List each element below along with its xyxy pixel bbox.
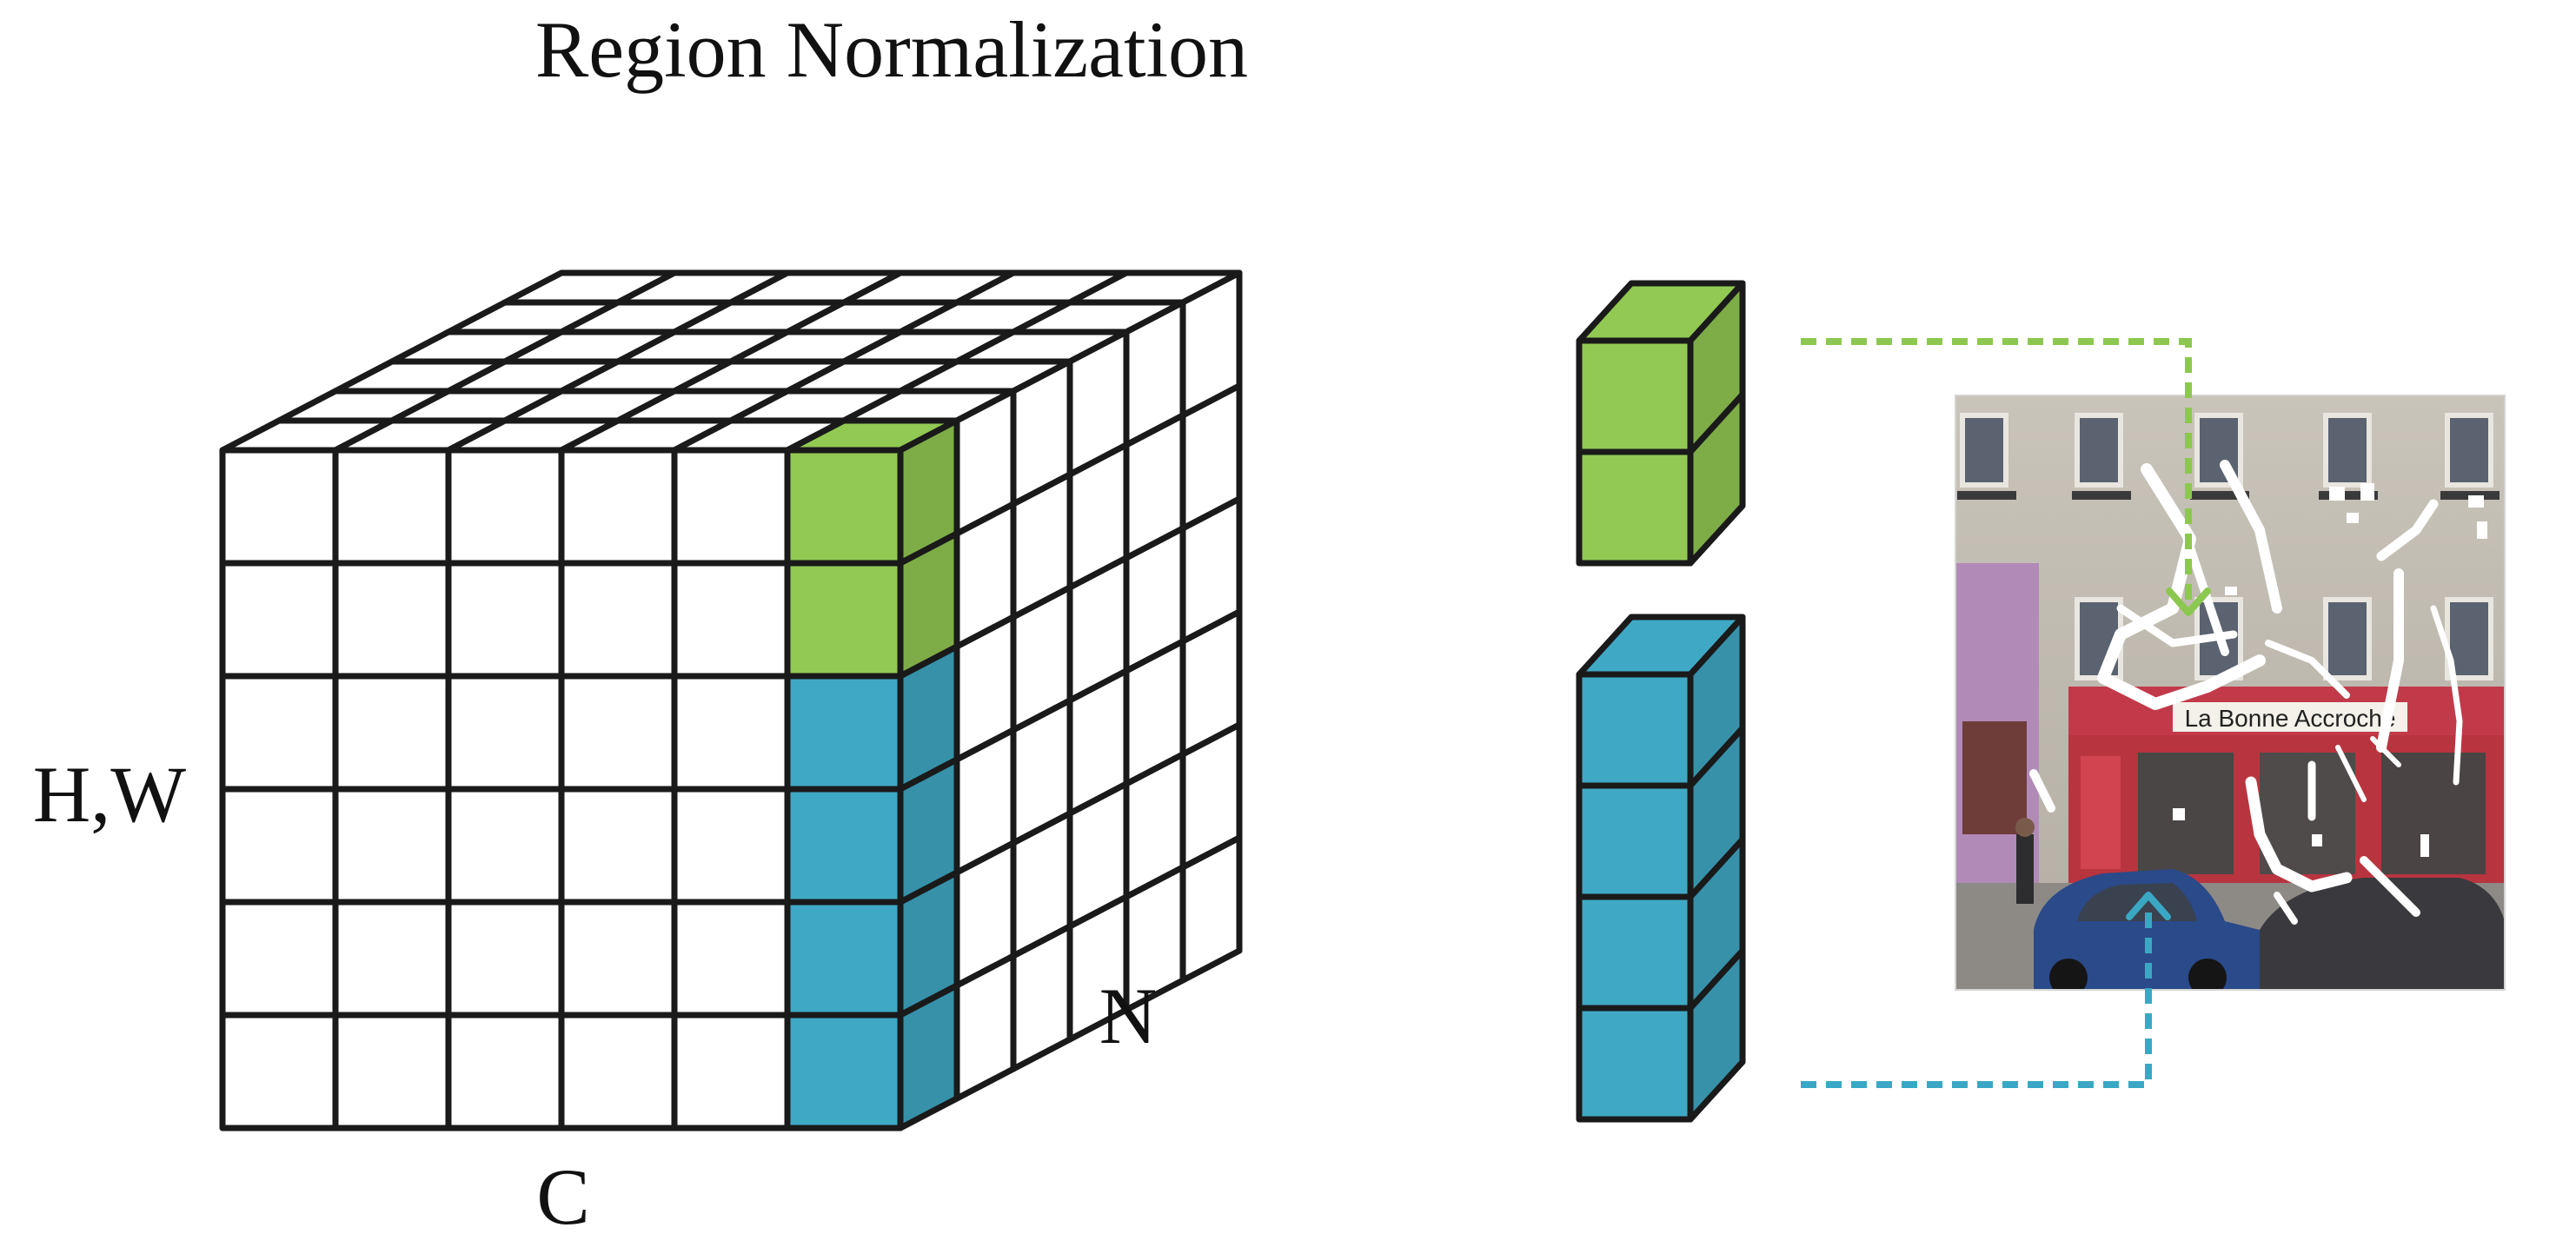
- cube-front-cell: [445, 560, 565, 680]
- cube-front-cell: [784, 673, 904, 793]
- cube-front-cell: [784, 447, 904, 567]
- height-width-label: H,W: [33, 750, 186, 839]
- cube-front-cell: [558, 786, 678, 906]
- figure-title: Region Normalization: [535, 5, 1248, 94]
- cube-front-cell: [219, 899, 339, 1019]
- cube-front-cell: [784, 786, 904, 906]
- cube-front-cell: [671, 560, 791, 680]
- blue-region-front-cell: [1576, 1005, 1694, 1123]
- cube-front-cell: [671, 899, 791, 1019]
- cube-front-cell: [219, 786, 339, 906]
- green-arrowhead: [2166, 587, 2211, 616]
- green-region-front-cell: [1576, 448, 1694, 567]
- cube-front-cell: [332, 899, 452, 1019]
- connector-lines: [1801, 338, 2211, 1088]
- cube-front-cell: [219, 1012, 339, 1132]
- cube-front-cell: [671, 786, 791, 906]
- green-region-block: [1576, 280, 1746, 567]
- blue-arrowhead: [2126, 892, 2171, 920]
- region-count-label: N: [1099, 972, 1157, 1060]
- green-connector-line: [1801, 338, 2192, 600]
- cube-front-cell: [784, 1012, 904, 1132]
- cube-front-cell: [784, 899, 904, 1019]
- cube-front-cell: [445, 1012, 565, 1132]
- cube-front-cell: [219, 560, 339, 680]
- blue-region-front-cell: [1576, 782, 1694, 900]
- region-blocks: [1576, 280, 1746, 1123]
- feature-tensor-cube: [219, 269, 1243, 1132]
- cube-front-cell: [332, 673, 452, 793]
- shop-sign: La Bonne Accroche: [2185, 705, 2396, 732]
- cube-front-cell: [558, 673, 678, 793]
- cube-front-cell: [671, 1012, 791, 1132]
- cube-front-cell: [332, 560, 452, 680]
- cube-front-cell: [558, 899, 678, 1019]
- cube-front-cell: [445, 673, 565, 793]
- channel-label: C: [536, 1152, 589, 1237]
- cube-front-cell: [558, 1012, 678, 1132]
- cube-front-cell: [332, 786, 452, 906]
- cube-front-cell: [558, 447, 678, 567]
- cube-front-cell: [332, 1012, 452, 1132]
- cube-front-cell: [219, 447, 339, 567]
- cube-front-cell: [445, 447, 565, 567]
- cube-front-cell: [445, 899, 565, 1019]
- cube-front-cell: [671, 673, 791, 793]
- cube-front-cell: [558, 560, 678, 680]
- cube-front-cell: [784, 560, 904, 680]
- blue-region-block: [1576, 614, 1746, 1123]
- green-region-front-cell: [1576, 337, 1694, 455]
- cube-front-cell: [445, 786, 565, 906]
- cube-front-cell: [332, 447, 452, 567]
- blue-region-front-cell: [1576, 671, 1694, 789]
- street-photo: La Bonne Accroche: [1955, 395, 2506, 991]
- blue-connector-line: [1801, 908, 2152, 1088]
- cube-front-cell: [219, 673, 339, 793]
- blue-region-front-cell: [1576, 893, 1694, 1012]
- cube-front-cell: [671, 447, 791, 567]
